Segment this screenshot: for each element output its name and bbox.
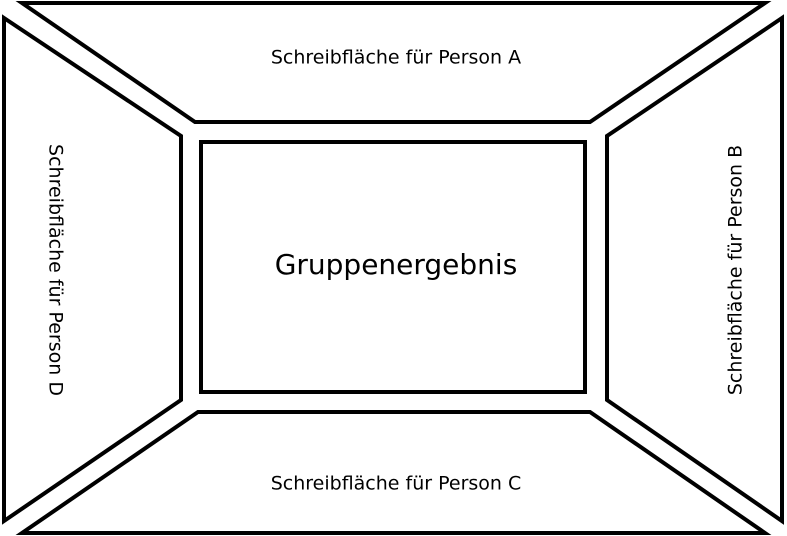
zone-person-b <box>605 14 784 525</box>
label-person-a: Schreibfläche für Person A <box>271 47 521 69</box>
label-center: Gruppenergebnis <box>275 248 518 281</box>
zone-person-c <box>15 410 772 535</box>
zone-person-a <box>15 0 772 124</box>
label-person-d: Schreibfläche für Person D <box>45 144 67 396</box>
label-person-c: Schreibfläche für Person C <box>271 473 522 495</box>
zone-center <box>199 140 587 394</box>
label-person-b: Schreibfläche für Person B <box>725 145 747 395</box>
zone-person-d <box>1 14 183 525</box>
